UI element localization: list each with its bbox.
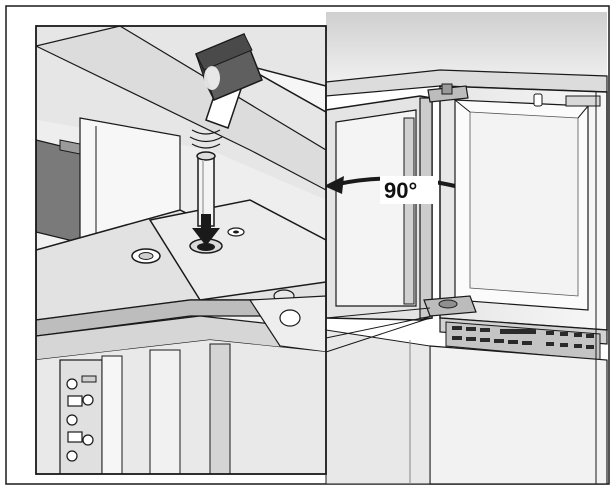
ladder-holes (66, 378, 94, 462)
hammer-icon (195, 33, 326, 129)
rotation-angle-label: 90° (384, 178, 417, 203)
impact-marks (189, 129, 223, 149)
detail-inset (35, 25, 327, 475)
rotation-indicator: 90° (324, 176, 456, 204)
ventilation-grille (452, 326, 594, 349)
fridge-scene (325, 12, 608, 485)
detail-inset-border (35, 25, 327, 475)
callout-lines (325, 307, 433, 353)
down-arrow-icon (192, 214, 220, 246)
